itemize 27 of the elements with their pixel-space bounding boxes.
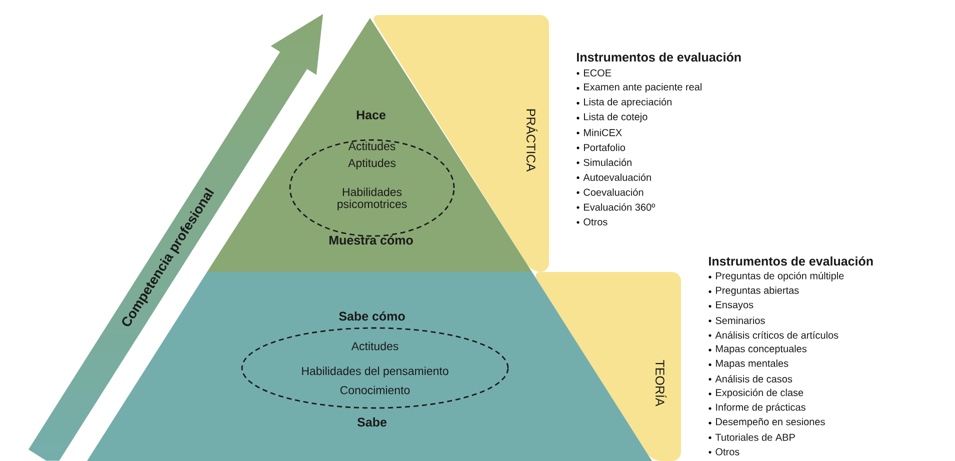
list-item: Preguntas abiertas [708,286,799,296]
list-item: Evaluación 360º [576,203,656,211]
list-item: Simulación [576,158,632,166]
list-item: Autoevaluación [576,173,651,181]
list-item: Lista de apreciación [576,98,672,108]
list-item: ECOE [576,69,612,76]
list-item: Examen ante paciente real [576,83,702,92]
list-heading: Instrumentos de evaluación [577,52,741,62]
list-item: Informe de prácticas [708,403,806,413]
list-item: Desempeño en sesiones [708,418,825,428]
list-item: Portafolio [576,144,626,152]
list-item: Mapas conceptuales [708,344,807,354]
list-item: Seminarios [708,316,765,324]
list-heading: Instrumentos de evaluación [709,256,873,266]
list-item: Ensayos [708,301,754,310]
list-item: Otros [708,448,740,456]
list-item: Mapas mentales [708,360,788,369]
list-item: Exposición de clase [708,388,804,398]
list-item: Preguntas de opción múltiple [708,272,844,282]
list-item: Lista de cotejo [576,112,648,122]
list-item: Coevaluación [576,188,644,196]
list-item: Análisis de casos [708,375,792,383]
list-item: Análisis críticos de artículos [708,331,838,339]
list-item: Tutoriales de ABP [708,434,795,441]
list-item: Otros [576,218,608,226]
list-item: MiniCEX [576,128,622,136]
band: TEORÍA [536,272,681,461]
